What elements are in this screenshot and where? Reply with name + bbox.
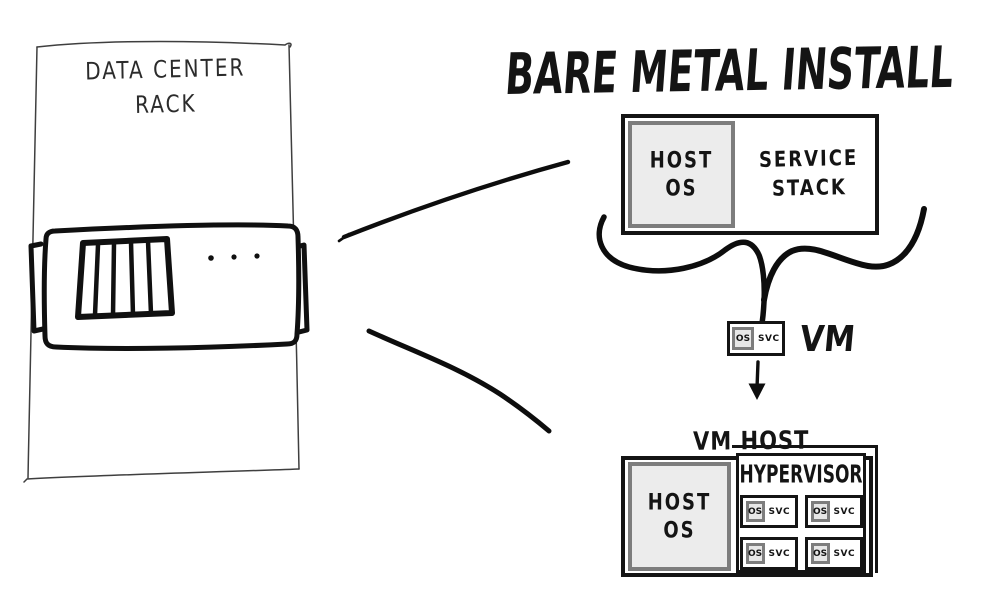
server-left-ear	[28, 241, 46, 334]
host-os-line1: HOST	[649, 146, 714, 174]
hypervisor-box: HYPERVISOR OS SVC OS SVC OS SVC OS SVC	[736, 453, 866, 573]
vm-os-box: OS	[745, 501, 765, 522]
vm-host-os-box: HOST OS	[628, 462, 731, 571]
vm-svc-label: SVC	[833, 506, 856, 517]
vm-svc-label: SVC	[768, 548, 791, 559]
grille-slats	[92, 238, 154, 319]
vm-label: VM	[798, 319, 857, 361]
bare-metal-host-os-box: HOST OS	[628, 121, 735, 228]
connector-to-bare-metal	[337, 159, 571, 243]
server-unit	[28, 222, 310, 351]
vm-svc-label: SVC	[768, 506, 791, 517]
service-stack-line2: STACK	[771, 174, 847, 202]
vm-os-box: OS	[810, 501, 830, 522]
server-grille	[75, 236, 175, 320]
arrow-down-icon	[748, 360, 766, 400]
curly-brace	[596, 206, 927, 347]
hypervisor-vm-chip: OS SVC	[739, 495, 798, 528]
hypervisor-vm-grid: OS SVC OS SVC OS SVC OS SVC	[739, 495, 863, 570]
vm-svc-label: SVC	[758, 333, 780, 344]
hypervisor-vm-chip: OS SVC	[804, 537, 863, 570]
rack-label-line2: RACK	[134, 88, 197, 119]
vm-host-os-line1: HOST	[647, 488, 712, 516]
vm-os-box: OS	[810, 543, 830, 564]
vm-host-os-line2: OS	[663, 516, 696, 544]
hypervisor-vm-chip: OS SVC	[804, 495, 863, 528]
vm-os-box: OS	[745, 543, 765, 564]
rack-label-line1: DATA CENTER	[84, 52, 246, 86]
hypervisor-vm-chip: OS SVC	[739, 537, 798, 570]
host-os-line2: OS	[665, 174, 698, 202]
vm-svc-label: SVC	[833, 548, 856, 559]
service-stack-label: SERVICE STACK	[743, 118, 875, 231]
vm-chip: OS SVC	[727, 321, 785, 356]
rack-label: DATA CENTER RACK	[55, 49, 276, 124]
vm-host-title: VM HOST	[693, 425, 810, 456]
server-led-dots	[208, 253, 260, 261]
connector-to-vm-host	[366, 328, 552, 434]
hypervisor-title: HYPERVISOR	[739, 460, 863, 490]
bare-metal-box: HOST OS SERVICE STACK	[621, 114, 879, 235]
page-title: BARE METAL INSTALL	[503, 34, 956, 109]
vm-os-box: OS	[732, 327, 754, 350]
